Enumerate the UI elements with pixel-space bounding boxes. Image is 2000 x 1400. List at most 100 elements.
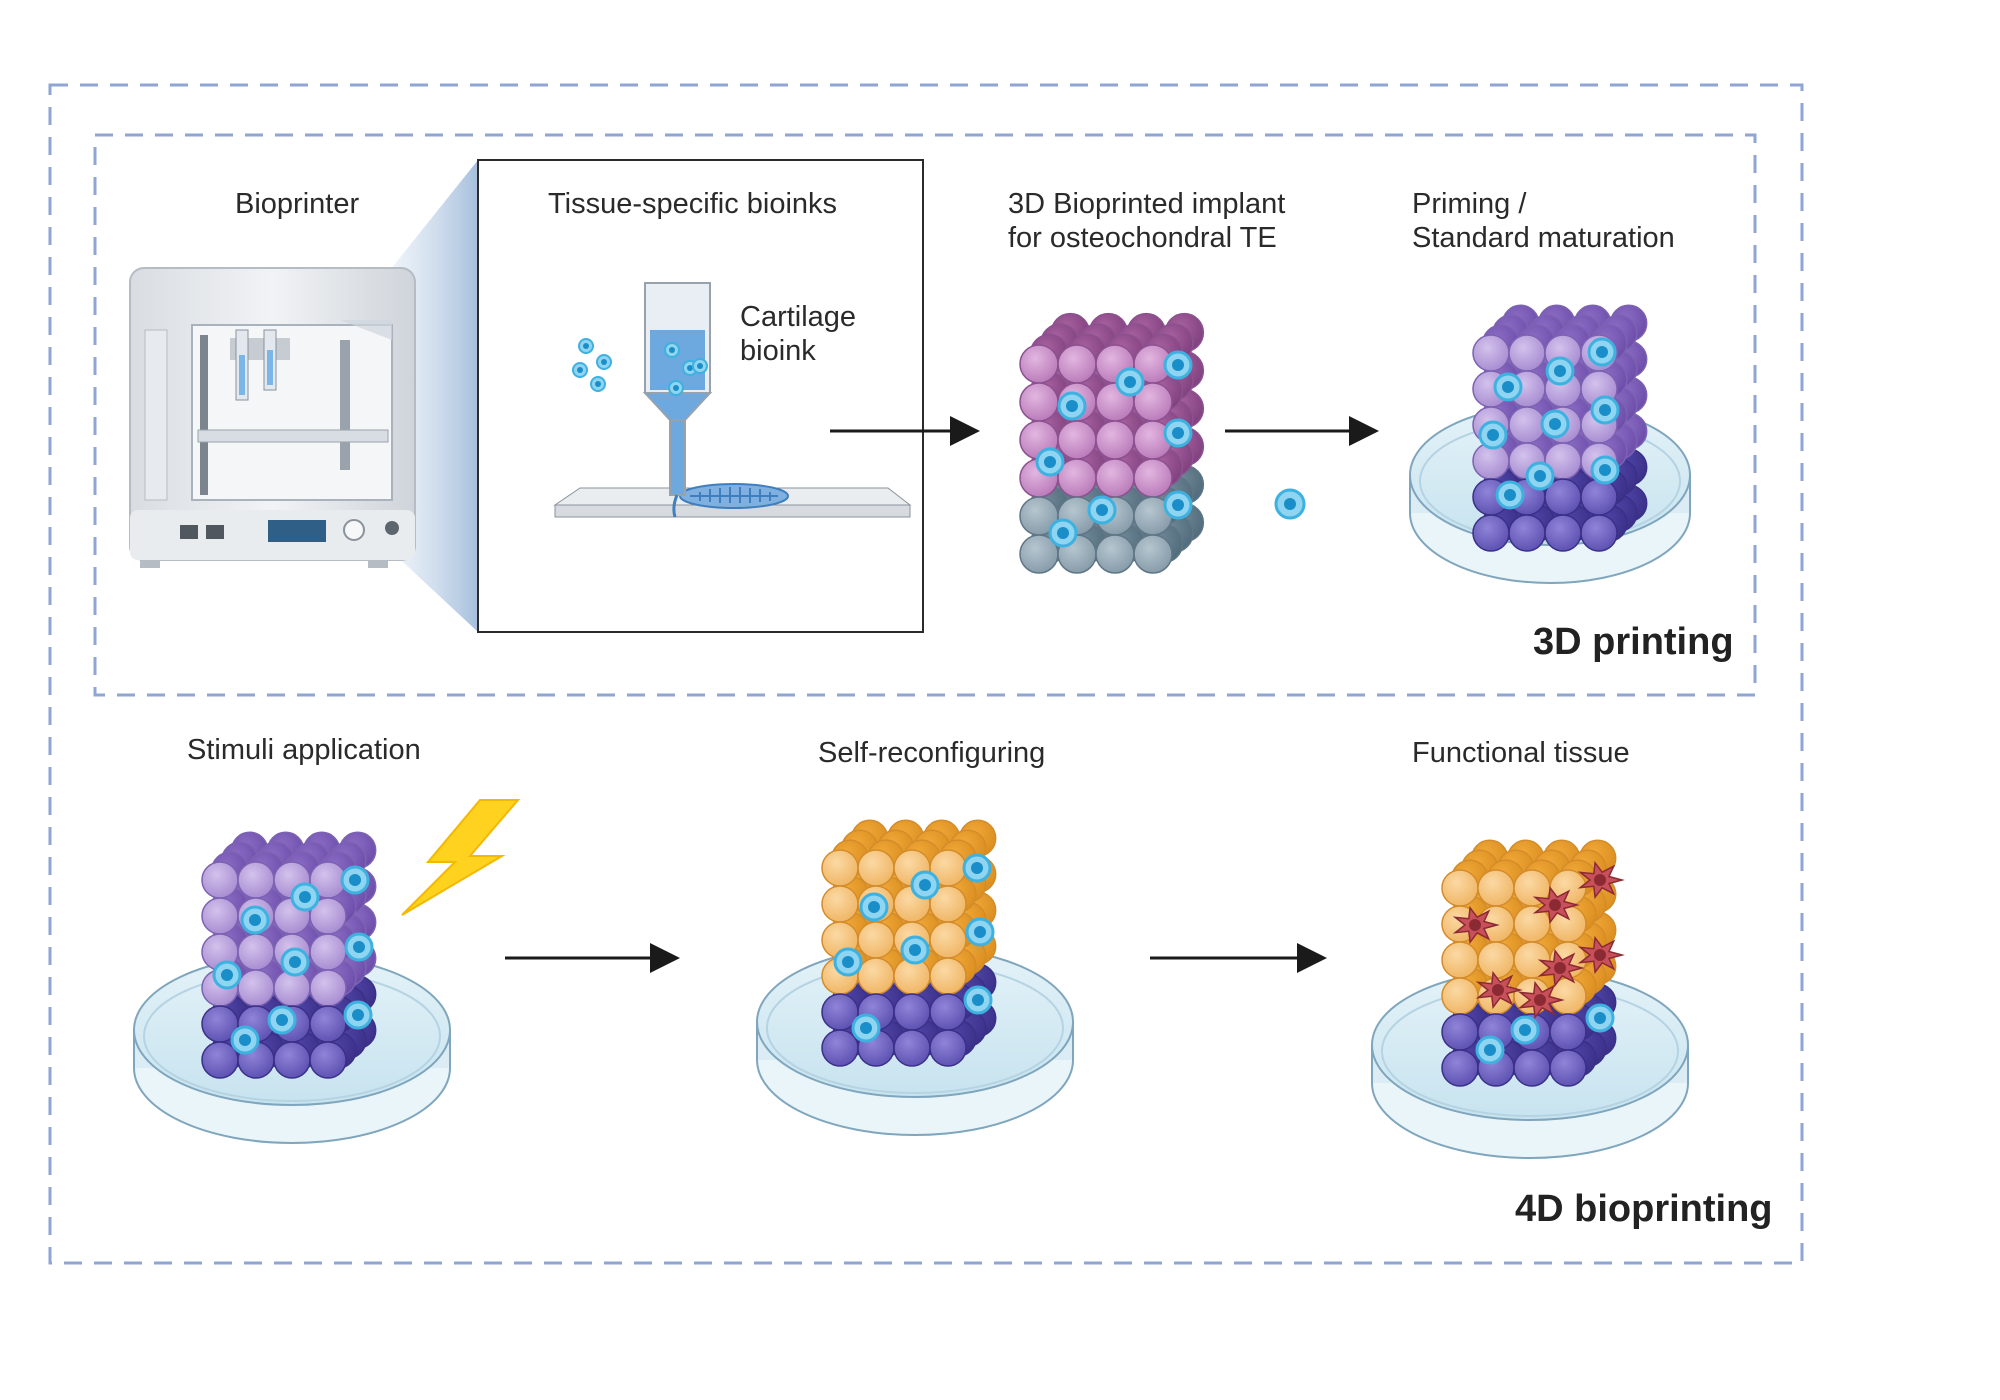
- cell-icon: [280, 947, 310, 977]
- cell-icon: [962, 853, 992, 883]
- differentiated-cell-icon: [1452, 905, 1500, 945]
- cell-icon: [859, 892, 889, 922]
- scaffold-sphere: [237, 933, 275, 971]
- scaffold-sphere: [1477, 869, 1515, 907]
- scaffold-sphere: [929, 921, 967, 959]
- scaffold-sphere: [857, 921, 895, 959]
- scaffold-sphere: [237, 861, 275, 899]
- scaffold-sphere: [1019, 344, 1059, 384]
- lightning-bolt-icon: [401, 799, 521, 916]
- scaffold-sphere: [1580, 514, 1618, 552]
- cell-icon: [1163, 418, 1193, 448]
- bioprinter-icon: [129, 267, 416, 568]
- scaffold-sphere: [1508, 514, 1546, 552]
- scaffold-sphere: [201, 897, 239, 935]
- scaffold-sphere: [1508, 334, 1546, 372]
- cell-icon: [1035, 447, 1065, 477]
- label-bioink: bioink: [740, 335, 816, 367]
- scaffold-sphere: [1441, 869, 1479, 907]
- scaffold-sphere: [1095, 534, 1135, 574]
- label-priming-2: Standard maturation: [1412, 222, 1675, 254]
- cell-icon: [212, 960, 242, 990]
- nozzle-icon: [553, 282, 912, 518]
- scaffold-sphere: [1513, 1049, 1551, 1087]
- scaffold-sphere: [237, 969, 275, 1007]
- scaffold-sphere: [309, 969, 347, 1007]
- scaffold-sphere: [1133, 458, 1173, 498]
- cell-icon: [1115, 367, 1145, 397]
- differentiated-cell-icon: [1577, 860, 1625, 900]
- scaffold-sphere: [1095, 458, 1135, 498]
- cell-icon: [1087, 495, 1117, 525]
- scaffold-sphere: [1441, 1013, 1479, 1051]
- cell-icon: [1475, 1035, 1505, 1065]
- cell-icon: [1525, 461, 1555, 491]
- scaffold-sphere: [929, 993, 967, 1031]
- free-cell-icon: [1274, 488, 1306, 520]
- cell-icon: [1590, 455, 1620, 485]
- scaffold-sphere: [309, 1005, 347, 1043]
- scaffold-sphere: [1544, 514, 1582, 552]
- cell-icon: [1048, 518, 1078, 548]
- cell-icon: [290, 882, 320, 912]
- cell-icon: [230, 1025, 260, 1055]
- label-stimuli: Stimuli application: [187, 734, 421, 766]
- scaffold-sphere: [1057, 420, 1097, 460]
- label-bioprinter: Bioprinter: [235, 188, 360, 220]
- cell-icon: [267, 1005, 297, 1035]
- scaffold-sphere: [857, 849, 895, 887]
- scaffold-sphere: [1477, 941, 1515, 979]
- cell-icon: [1590, 395, 1620, 425]
- label-functional-tissue: Functional tissue: [1412, 737, 1630, 769]
- label-4d-bioprinting: 4D bioprinting: [1515, 1188, 1773, 1230]
- cell-icon: [1163, 490, 1193, 520]
- scaffold-sphere: [893, 993, 931, 1031]
- scaffold-sphere: [309, 933, 347, 971]
- label-implant-2: for osteochondral TE: [1008, 222, 1277, 254]
- label-cartilage: Cartilage: [740, 301, 857, 333]
- cell-icon: [1478, 420, 1508, 450]
- scaffold-sphere: [1472, 334, 1510, 372]
- bioink-cell-icon: [692, 358, 708, 374]
- cell-icon: [1545, 356, 1575, 386]
- cell-icon: [900, 935, 930, 965]
- cell-icon: [910, 870, 940, 900]
- scaffold-sphere: [1441, 941, 1479, 979]
- cell-icon: [1587, 337, 1617, 367]
- differentiated-cell-icon: [1475, 970, 1523, 1010]
- cell-icon: [1057, 391, 1087, 421]
- label-self-reconfiguring: Self-reconfiguring: [818, 737, 1046, 769]
- cell-icon: [1495, 480, 1525, 510]
- scaffold-sphere: [1133, 534, 1173, 574]
- scaffold-sphere: [1441, 977, 1479, 1015]
- cell-icon: [1540, 409, 1570, 439]
- scaffold-sphere: [1549, 1049, 1587, 1087]
- scaffold-sphere: [821, 1029, 859, 1067]
- scaffold-sphere: [201, 861, 239, 899]
- bioink-cell-icon: [590, 376, 606, 392]
- scaffold-sphere: [893, 1029, 931, 1067]
- scaffold-sphere: [821, 849, 859, 887]
- differentiated-cell-icon: [1532, 885, 1580, 925]
- bioink-cell-icon: [596, 354, 612, 370]
- cell-icon: [1585, 1003, 1615, 1033]
- label-implant-1: 3D Bioprinted implant: [1008, 188, 1286, 220]
- cell-icon: [240, 905, 270, 935]
- implant-scaffold: [1019, 312, 1205, 574]
- cell-icon: [851, 1013, 881, 1043]
- scaffold-sphere: [273, 1041, 311, 1079]
- cell-icon: [963, 985, 993, 1015]
- scaffold-sphere: [1441, 1049, 1479, 1087]
- label-tissue-bioinks: Tissue-specific bioinks: [548, 188, 838, 220]
- scaffold-sphere: [857, 957, 895, 995]
- differentiated-cell-icon: [1577, 935, 1625, 975]
- scaffold-sphere: [1508, 406, 1546, 444]
- bioink-cell-icon: [578, 338, 594, 354]
- cell-icon: [340, 865, 370, 895]
- cell-icon: [343, 1000, 373, 1030]
- scaffold-sphere: [929, 957, 967, 995]
- cell-icon: [1493, 372, 1523, 402]
- cell-icon: [833, 947, 863, 977]
- scaffold-sphere: [1095, 420, 1135, 460]
